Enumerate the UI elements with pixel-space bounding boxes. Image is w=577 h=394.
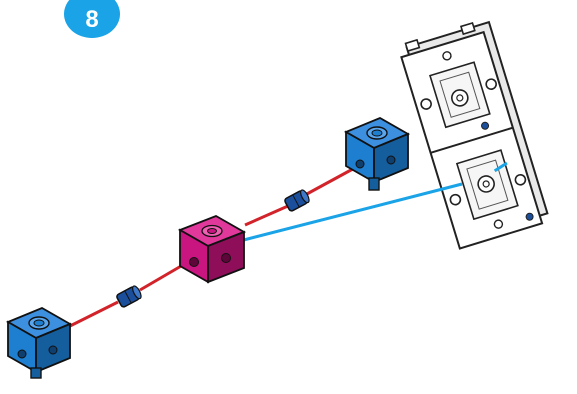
red-guide-line-lower (70, 302, 118, 326)
white-frame (398, 18, 550, 248)
step-number: 8 (85, 6, 98, 34)
red-guide-line-upper (245, 206, 288, 225)
blue-cube-bottom (8, 308, 70, 378)
blue-guide-line (232, 184, 462, 243)
magenta-cube (180, 216, 244, 282)
connector-peg-lower (116, 285, 143, 308)
blue-cube-top (346, 118, 408, 190)
connector-peg-upper (284, 189, 311, 212)
